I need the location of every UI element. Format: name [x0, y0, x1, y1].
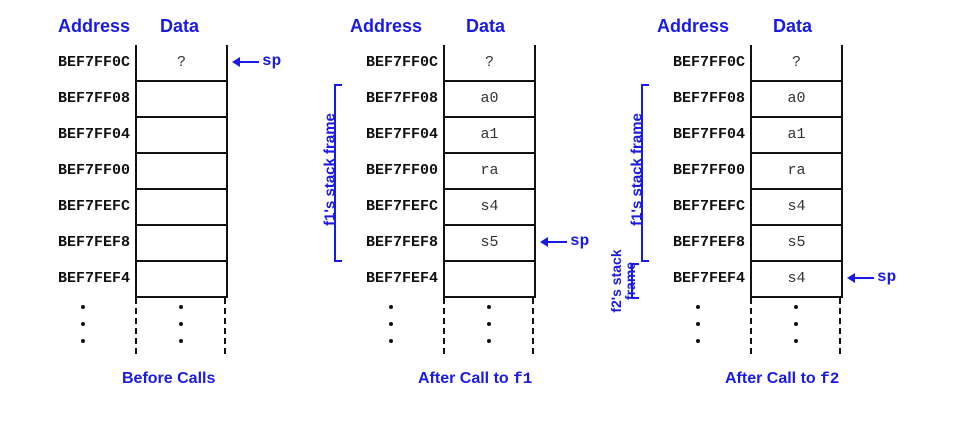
f2-frame-label-line1: f2's stack: [608, 249, 624, 313]
data-cell: ra: [443, 153, 536, 190]
address-header: Address: [58, 16, 131, 36]
ellipsis-dot: [487, 322, 491, 326]
ellipsis-dot: [179, 305, 183, 309]
data-cell: [135, 81, 228, 118]
ellipsis-dot: [794, 305, 798, 309]
ellipsis-dot: [179, 339, 183, 343]
address-label: BEF7FF0C: [57, 54, 130, 71]
ellipsis-dot: [487, 339, 491, 343]
address-header: Address: [350, 16, 423, 36]
address-label: BEF7FEF4: [57, 270, 130, 287]
data-cell: [135, 153, 228, 190]
ellipsis-dot: [487, 305, 491, 309]
f1-frame-label: f1's stack frame: [321, 113, 339, 226]
data-cell: [135, 189, 228, 226]
address-label: BEF7FF0C: [365, 54, 438, 71]
data-cell: [135, 225, 228, 262]
f1-frame-label: f1's stack frame: [628, 113, 646, 226]
address-label: BEF7FF04: [57, 126, 130, 143]
ellipsis-dot: [389, 322, 393, 326]
data-header: Data: [466, 16, 506, 36]
ellipsis-dot: [794, 322, 798, 326]
address-label: BEF7FF08: [365, 90, 438, 107]
address-label: BEF7FEFC: [672, 198, 745, 215]
address-label: BEF7FF00: [365, 162, 438, 179]
sp-label: sp: [877, 268, 897, 286]
sp-arrow-icon: [847, 273, 874, 283]
data-cell: [443, 261, 536, 298]
address-label: BEF7FF04: [672, 126, 745, 143]
panel-caption: After Call to f2: [725, 370, 839, 388]
data-header: Data: [160, 16, 200, 36]
address-label: BEF7FF08: [57, 90, 130, 107]
panel-before-calls: Address Data BEF7FF0C ? BEF7FF08 BEF7FF0…: [30, 0, 350, 400]
f2-frame-bracket: [631, 263, 639, 299]
address-label: BEF7FEFC: [365, 198, 438, 215]
caption-text: After Call to: [725, 370, 821, 387]
data-cell: a1: [443, 117, 536, 154]
caption-code: f2: [820, 370, 840, 388]
panel-caption: After Call to f1: [418, 370, 532, 388]
data-header: Data: [773, 16, 813, 36]
data-cell: s4: [443, 189, 536, 226]
ellipsis-dot: [81, 339, 85, 343]
f2-frame-label-line2: frame: [622, 261, 638, 301]
ellipsis-dot: [794, 339, 798, 343]
address-label: BEF7FEF4: [672, 270, 745, 287]
ellipsis-dot: [696, 305, 700, 309]
address-label: BEF7FEF8: [672, 234, 745, 251]
ellipsis-dot: [179, 322, 183, 326]
ellipsis-dot: [389, 305, 393, 309]
f1-frame-bracket: [334, 84, 342, 262]
panel-after-call-f2: Address Data BEF7FF0C ? BEF7FF08 a0 BEF7…: [608, 0, 965, 400]
panel-caption: Before Calls: [122, 370, 215, 388]
data-cell: s4: [750, 261, 843, 298]
address-label: BEF7FEF4: [365, 270, 438, 287]
f2-frame-label: f2's stack frame: [608, 241, 639, 321]
address-label: BEF7FF00: [57, 162, 130, 179]
ellipsis-dot: [81, 305, 85, 309]
dashed-continuation-right: [532, 298, 534, 354]
data-cell: s5: [750, 225, 843, 262]
ellipsis-dot: [389, 339, 393, 343]
caption-code: f1: [513, 370, 533, 388]
data-cell: a0: [750, 81, 843, 118]
address-header: Address: [657, 16, 730, 36]
address-label: BEF7FEFC: [57, 198, 130, 215]
address-label: BEF7FF0C: [672, 54, 745, 71]
data-cell: s5: [443, 225, 536, 262]
data-cell: s4: [750, 189, 843, 226]
data-cell: [135, 117, 228, 154]
dashed-continuation-left: [750, 298, 752, 354]
address-label: BEF7FF08: [672, 90, 745, 107]
ellipsis-dot: [81, 322, 85, 326]
sp-label: sp: [570, 232, 590, 250]
data-cell: ?: [750, 45, 843, 82]
data-cell: a1: [750, 117, 843, 154]
dashed-continuation-right: [224, 298, 226, 354]
data-cell: ra: [750, 153, 843, 190]
dashed-continuation-right: [839, 298, 841, 354]
data-cell: ?: [443, 45, 536, 82]
caption-text: After Call to: [418, 370, 514, 387]
f1-frame-bracket: [641, 84, 649, 262]
panel-after-call-f1: Address Data BEF7FF0C ? BEF7FF08 a0 BEF7…: [322, 0, 658, 400]
dashed-continuation-left: [135, 298, 137, 354]
address-label: BEF7FF00: [672, 162, 745, 179]
sp-label: sp: [262, 52, 282, 70]
dashed-continuation-left: [443, 298, 445, 354]
sp-arrow-icon: [232, 57, 259, 67]
address-label: BEF7FEF8: [57, 234, 130, 251]
ellipsis-dot: [696, 339, 700, 343]
ellipsis-dot: [696, 322, 700, 326]
data-cell: ?: [135, 45, 228, 82]
data-cell: [135, 261, 228, 298]
sp-arrow-icon: [540, 237, 567, 247]
address-label: BEF7FF04: [365, 126, 438, 143]
address-label: BEF7FEF8: [365, 234, 438, 251]
caption-text: Before Calls: [122, 370, 216, 387]
data-cell: a0: [443, 81, 536, 118]
